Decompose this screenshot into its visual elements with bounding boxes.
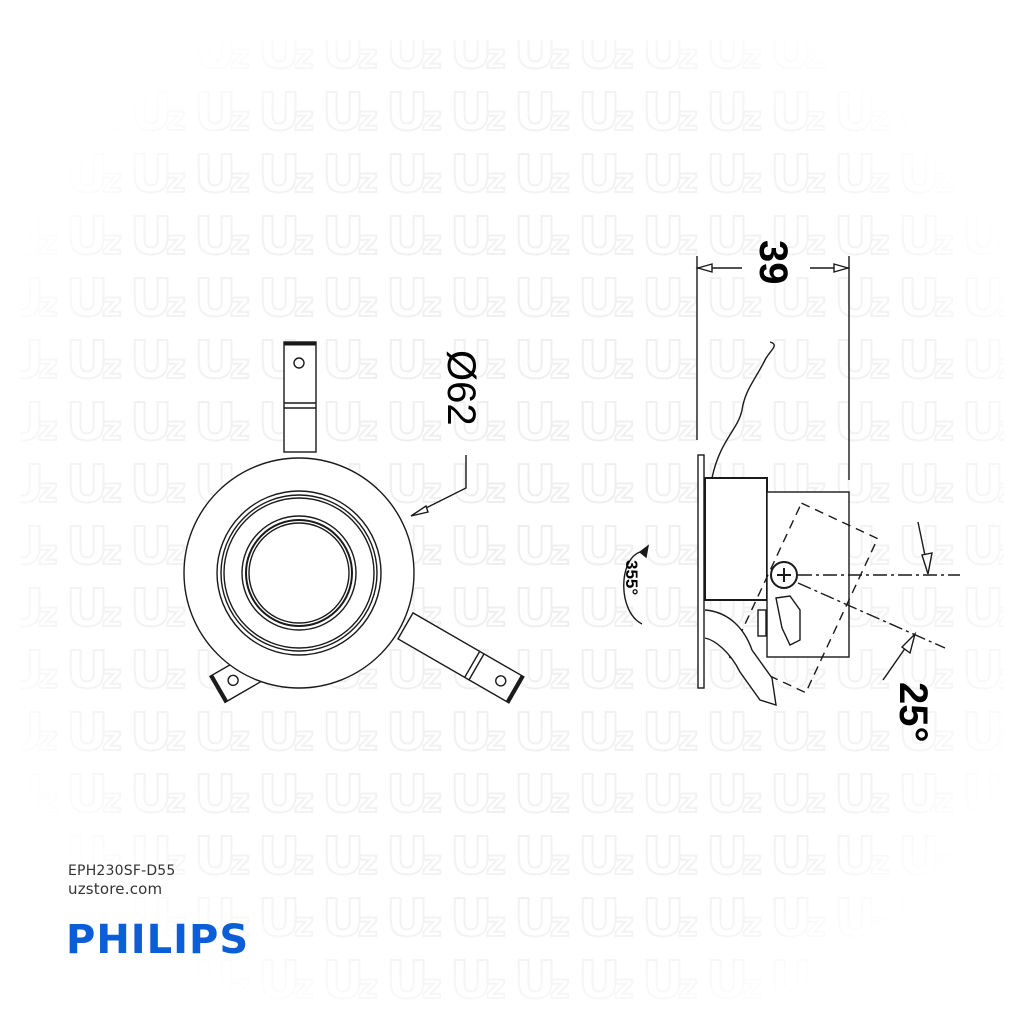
product-caption: EPH230SF-D55 uzstore.com (68, 862, 176, 898)
top-clip (283, 341, 317, 453)
right-clip (397, 611, 525, 704)
rotation-angle-label: 355° (622, 560, 641, 595)
depth-dimension-label: 39 (751, 240, 795, 285)
model-number: EPH230SF-D55 (68, 863, 176, 879)
side-view (623, 256, 960, 707)
diameter-dimension-label: Ø62 (439, 350, 483, 426)
brand-logo: PHILIPS (66, 917, 250, 963)
tilt-angle-label: 25° (891, 682, 935, 743)
website-label: uzstore.com (68, 880, 163, 898)
front-view (183, 341, 525, 704)
